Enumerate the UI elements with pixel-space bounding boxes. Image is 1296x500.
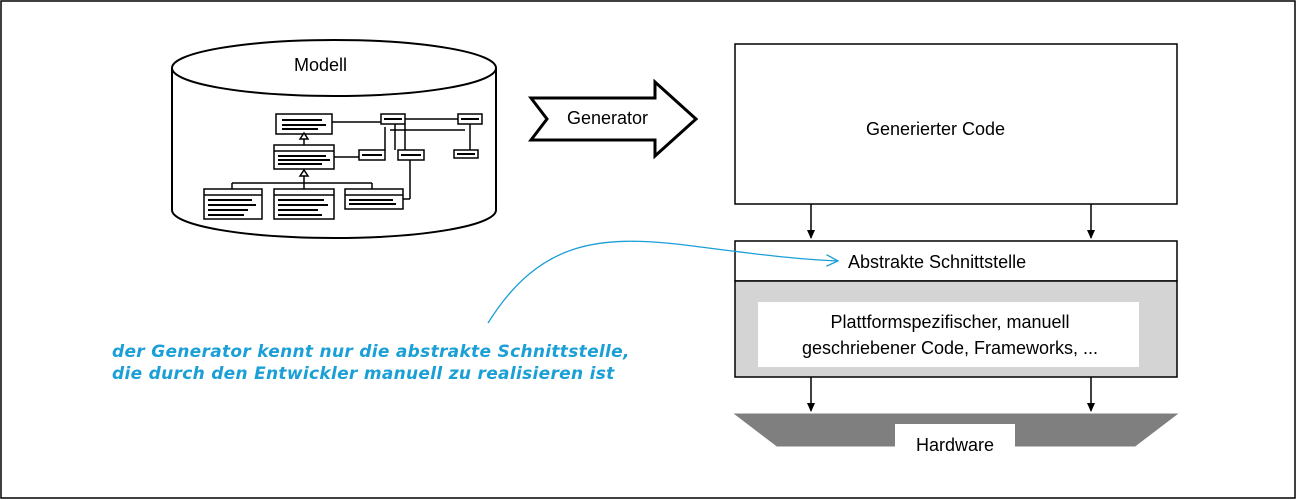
platform-code-inner-box [758,302,1139,367]
generator-arrow-icon [527,78,699,160]
platform-code-line-2: geschriebener Code, Frameworks, ... [801,338,1099,358]
generated-code-box [734,43,1178,205]
abstract-interface-box [734,240,1178,282]
model-label: Modell [294,55,348,75]
generated-code-label: Generierter Code [866,119,1006,139]
annotation-line-1: der Generator kennt nur die abstrakte Sc… [112,342,630,362]
abstract-interface-label: Abstrakte Schnittstelle [848,252,1027,272]
platform-code-line-1: Plattformspezifischer, manuell [830,312,1070,332]
generator-label: Generator [567,108,649,128]
hardware-label-box [895,424,1015,456]
annotation-pointer-arrow [487,240,838,324]
uml-class-diagram-icon [203,113,483,220]
hardware-label: Hardware [915,435,995,455]
annotation-line-2: die durch den Entwickler manuell zu real… [112,364,615,384]
